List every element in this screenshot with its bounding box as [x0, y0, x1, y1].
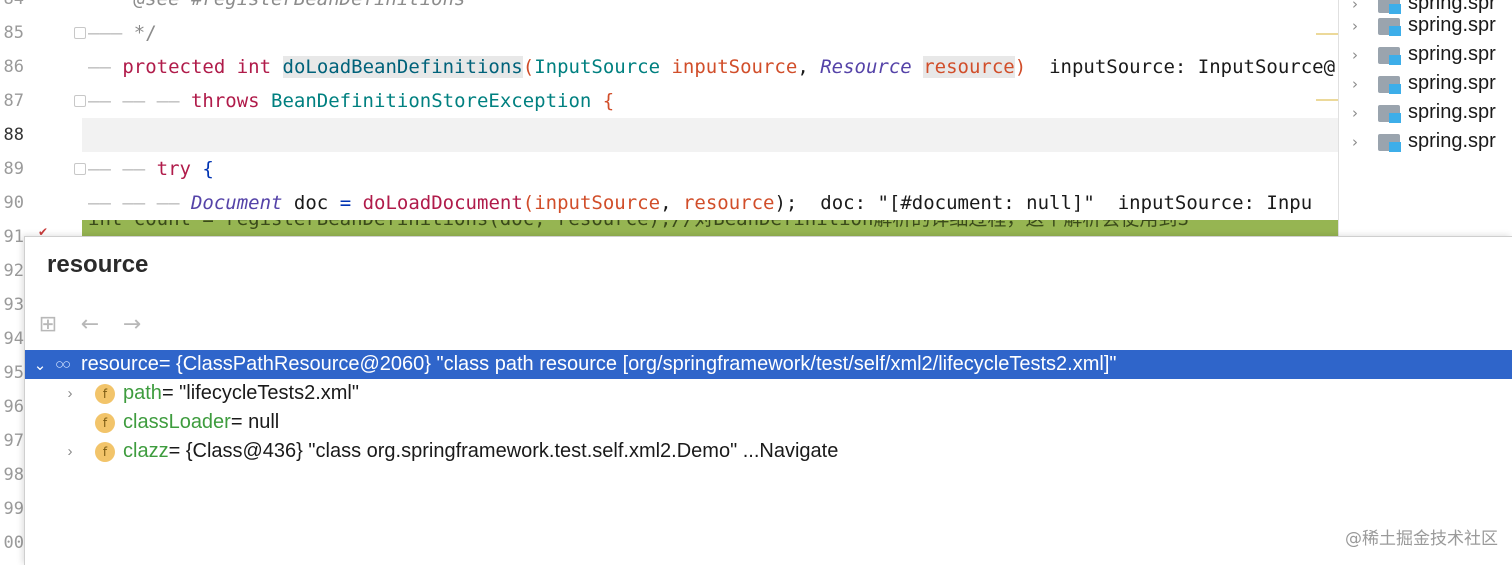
line-number: 86	[3, 57, 24, 77]
inline-debug-value: inputSource: InputSource@	[1049, 56, 1336, 78]
javadoc-tag: * @see #registerBeanDefinitions	[111, 0, 466, 10]
field-value: = "lifecycleTests2.xml"	[161, 382, 359, 404]
forward-arrow-icon[interactable]: →	[122, 311, 142, 337]
line-number: 91	[3, 227, 24, 247]
caret-line-highlight	[82, 118, 1338, 152]
variable-row[interactable]: f classLoader = null	[61, 408, 279, 437]
line-number: 00	[3, 533, 24, 553]
chevron-down-icon[interactable]: ⌄	[33, 356, 47, 374]
comment-end: */	[133, 22, 157, 44]
line-number: 85	[3, 23, 24, 43]
folder-icon	[1378, 45, 1402, 65]
line-number: 84	[0, 0, 24, 16]
line-number: 93	[3, 295, 24, 315]
line-number: 99	[3, 499, 24, 519]
fold-marker-icon[interactable]	[74, 163, 86, 175]
keyword-int: int	[236, 56, 272, 78]
variable-row-root[interactable]: ⌄ ○○ resource = {ClassPathResource@2060}…	[25, 350, 1512, 379]
type-inputsource: InputSource	[534, 56, 661, 78]
folder-icon	[1378, 132, 1402, 152]
variable-name: resource	[81, 353, 159, 375]
type-document: Document	[190, 192, 283, 214]
inline-debug-value: inputSource: Inpu	[1117, 192, 1313, 214]
scroll-marker[interactable]	[1316, 99, 1338, 101]
tree-item[interactable]: › spring.spr	[1352, 72, 1496, 94]
execution-point-line: int count = registerBeanDefinitions(doc,…	[82, 220, 1338, 236]
scroll-marker[interactable]	[1316, 33, 1338, 35]
line-number: 96	[3, 397, 24, 417]
inline-debug-value: doc: "[#document: null]"	[820, 192, 1095, 214]
variable-row[interactable]: › f path = "lifecycleTests2.xml"	[61, 379, 359, 408]
exception-type: BeanDefinitionStoreException	[271, 90, 592, 112]
project-tree: › spring.spr › spring.spr › spring.spr ›…	[1340, 0, 1512, 236]
code-line-89: —— —— try {	[88, 158, 214, 180]
folder-icon	[1378, 74, 1402, 94]
line-number: 89	[3, 159, 24, 179]
line-number: 95	[3, 363, 24, 383]
fold-marker-icon[interactable]	[74, 27, 86, 39]
param-inputsource: inputSource	[671, 56, 798, 78]
method-name[interactable]: doLoadBeanDefinitions	[282, 56, 523, 78]
variable-row[interactable]: › f clazz = {Class@436} "class org.sprin…	[61, 437, 839, 466]
chevron-right-icon[interactable]: ›	[1352, 16, 1358, 35]
chevron-right-icon[interactable]: ›	[1352, 103, 1358, 122]
chevron-right-icon[interactable]: ›	[1352, 0, 1358, 13]
tree-item[interactable]: › spring.spr	[1352, 130, 1496, 152]
popup-title: resource	[47, 251, 149, 278]
navigate-link[interactable]: Navigate	[759, 440, 839, 462]
keyword-protected: protected	[122, 56, 226, 78]
keyword-throws: throws	[190, 90, 260, 112]
line-number: 92	[3, 261, 24, 281]
chevron-right-icon[interactable]: ›	[1352, 45, 1358, 64]
line-number: 98	[3, 465, 24, 485]
folder-icon	[1378, 103, 1402, 123]
code-line-84: * @see #registerBeanDefinitions	[88, 0, 466, 16]
field-name: path	[123, 382, 162, 404]
code-line-90: —— —— —— Document doc = doLoadDocument(i…	[88, 192, 1313, 214]
chevron-right-icon[interactable]: ›	[67, 385, 73, 402]
code-line-85: ——— */	[88, 22, 157, 44]
debugger-value-popup: resource ⊞ ← → ⌄ ○○ resource = {ClassPat…	[24, 236, 1512, 565]
keyword-try: try	[156, 158, 191, 180]
tree-item[interactable]: › spring.spr	[1352, 101, 1496, 123]
folder-icon	[1378, 0, 1402, 14]
tree-item[interactable]: › spring.spr	[1352, 43, 1496, 65]
field-name: clazz	[123, 440, 169, 462]
code-line-86: —— protected int doLoadBeanDefinitions(I…	[88, 56, 1336, 78]
folder-icon	[1378, 16, 1402, 36]
field-value: = {Class@436} "class org.springframework…	[168, 440, 760, 462]
line-number: 97	[3, 431, 24, 451]
chevron-right-icon[interactable]: ›	[1352, 132, 1358, 151]
code-line-91: int count = registerBeanDefinitions(doc,…	[88, 220, 1189, 236]
chevron-right-icon[interactable]: ›	[67, 443, 73, 460]
editor-separator	[1338, 0, 1339, 236]
field-icon: f	[95, 412, 115, 433]
chevron-right-icon[interactable]: ›	[1352, 74, 1358, 93]
param-resource[interactable]: resource	[923, 56, 1015, 78]
add-watch-icon[interactable]: ⊞	[38, 311, 58, 337]
var-doc: doc	[293, 192, 329, 214]
field-icon: f	[95, 441, 115, 462]
back-arrow-icon[interactable]: ←	[80, 311, 100, 337]
field-value: = null	[230, 411, 280, 433]
line-number: 87	[3, 91, 24, 111]
watermark: @稀土掘金技术社区	[1345, 529, 1498, 549]
call-doloaddocument: doLoadDocument	[362, 192, 523, 214]
tree-item[interactable]: › spring.spr	[1352, 0, 1496, 18]
line-number: 94	[3, 329, 24, 349]
line-number: 88	[3, 125, 24, 145]
type-resource: Resource	[820, 56, 912, 78]
variable-value: = {ClassPathResource@2060} "class path r…	[158, 353, 1117, 375]
fold-marker-icon[interactable]	[74, 95, 86, 107]
code-line-87: —— —— —— throws BeanDefinitionStoreExcep…	[88, 90, 615, 112]
field-icon: f	[95, 383, 115, 404]
line-number: 90	[3, 193, 24, 213]
field-name: classLoader	[123, 411, 231, 433]
tree-item[interactable]: › spring.spr	[1352, 14, 1496, 36]
breakpoint-icon[interactable]: ✔	[38, 225, 49, 239]
watch-glasses-icon: ○○	[54, 356, 71, 373]
